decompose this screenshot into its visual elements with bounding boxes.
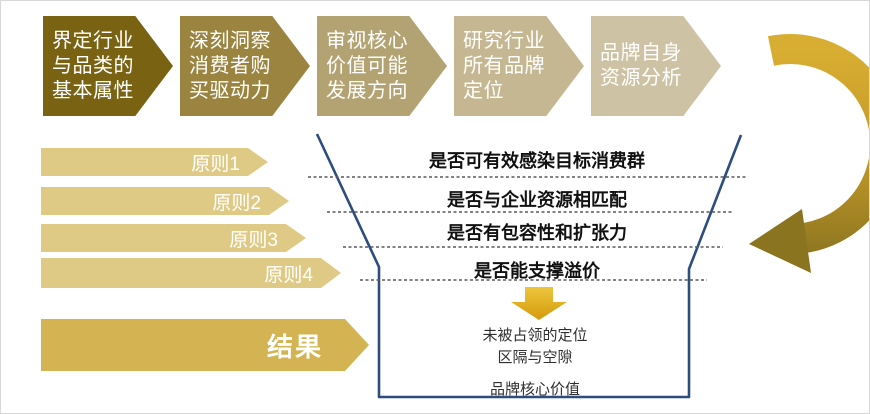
process-step-5: 品牌自身 资源分析 <box>591 16 721 116</box>
principle-label: 原则3 <box>229 229 278 251</box>
principle-bar-4: 原则4 <box>41 258 341 288</box>
funnel-question-1: 是否可有效感染目标消费群 <box>429 151 645 171</box>
process-step-3: 审视核心 价值可能 发展方向 <box>317 16 447 116</box>
curved-arrow-icon <box>749 34 869 273</box>
principle-label: 原则2 <box>212 192 261 214</box>
down-arrow-icon <box>511 287 567 320</box>
process-step-4: 研究行业 所有品牌 定位 <box>454 16 584 116</box>
process-step-label: 研究行业 所有品牌 定位 <box>463 29 545 102</box>
principle-label: 原则4 <box>264 264 313 286</box>
principle-bar-3: 原则3 <box>41 224 306 252</box>
process-step-label: 深刻洞察 消费者购 买驱动力 <box>189 29 271 102</box>
principle-label: 原则1 <box>191 153 240 175</box>
outcome-text-line-3: 品牌核心价值 <box>489 381 580 398</box>
funnel-question-2: 是否与企业资源相匹配 <box>447 190 627 210</box>
process-step-label: 审视核心 价值可能 发展方向 <box>326 29 408 102</box>
process-step-label: 品牌自身 资源分析 <box>600 42 682 89</box>
process-step-1: 界定行业 与品类的 基本属性 <box>43 16 173 116</box>
principle-bar-2: 原则2 <box>41 187 289 215</box>
outcome-text-line-1: 未被占领的定位 <box>482 327 588 344</box>
outcome-text-line-2: 区隔与空隙 <box>497 349 573 366</box>
process-step-2: 深刻洞察 消费者购 买驱动力 <box>180 16 310 116</box>
funnel-question-3: 是否有包容性和扩张力 <box>447 223 627 243</box>
process-step-label: 界定行业 与品类的 基本属性 <box>52 29 134 102</box>
principle-bar-1: 原则1 <box>41 148 268 176</box>
result-label: 结果 <box>266 331 323 362</box>
result-bar: 结果 <box>41 319 369 371</box>
funnel-question-4: 是否能支撑溢价 <box>474 261 600 281</box>
